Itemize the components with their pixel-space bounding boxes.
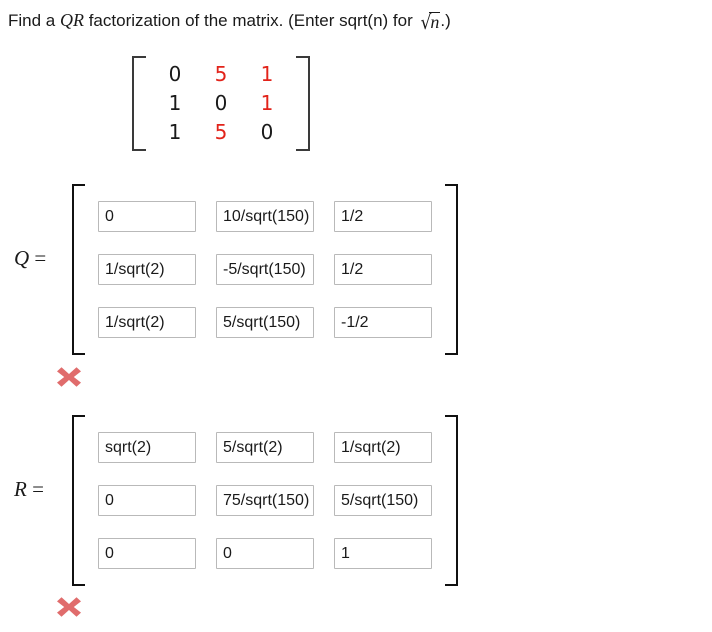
q-label: Q = — [14, 246, 46, 270]
r-inputs-grid — [85, 415, 445, 586]
r-input-r3c3[interactable] — [334, 538, 432, 569]
source-cell-r2c2: 0 — [214, 91, 228, 115]
r-input-r3c1[interactable] — [98, 538, 196, 569]
q-input-r3c3[interactable] — [334, 307, 432, 338]
question-prompt: Find a QR factorization of the matrix. (… — [8, 8, 451, 35]
q-label-equals: = — [29, 246, 47, 270]
q-input-r1c3[interactable] — [334, 201, 432, 232]
sqrt-n-expression: √n — [421, 10, 441, 35]
source-matrix: 0 5 1 1 0 1 1 5 0 — [132, 56, 310, 151]
q-label-variable: Q — [14, 246, 30, 270]
r-right-bracket — [445, 415, 458, 586]
source-cell-r3c3: 0 — [260, 120, 274, 144]
r-left-bracket — [72, 415, 85, 586]
source-cell-r1c3: 1 — [260, 62, 274, 86]
q-matrix — [72, 184, 458, 355]
source-cell-r3c1: 1 — [168, 120, 182, 144]
matrix-left-bracket — [132, 56, 146, 151]
prompt-lead-text: Find a — [8, 11, 60, 30]
r-input-r1c3[interactable] — [334, 432, 432, 463]
radical-sign-icon: √ — [420, 11, 432, 35]
r-label-equals: = — [26, 477, 44, 501]
source-cell-r1c2: 5 — [214, 62, 228, 86]
q-input-r3c1[interactable] — [98, 307, 196, 338]
source-cell-r3c2: 5 — [214, 120, 228, 144]
q-right-bracket — [445, 184, 458, 355]
q-left-bracket — [72, 184, 85, 355]
source-matrix-grid: 0 5 1 1 0 1 1 5 0 — [146, 56, 296, 151]
r-input-r3c2[interactable] — [216, 538, 314, 569]
matrix-right-bracket — [296, 56, 310, 151]
r-input-r2c3[interactable] — [334, 485, 432, 516]
r-label: R = — [14, 477, 44, 501]
source-cell-r2c3: 1 — [260, 91, 274, 115]
q-input-r3c2[interactable] — [216, 307, 314, 338]
r-input-r1c1[interactable] — [98, 432, 196, 463]
q-input-r1c1[interactable] — [98, 201, 196, 232]
r-incorrect-icon — [54, 592, 84, 622]
q-inputs-grid — [85, 184, 445, 355]
r-matrix — [72, 415, 458, 586]
r-input-r2c1[interactable] — [98, 485, 196, 516]
r-input-r1c2[interactable] — [216, 432, 314, 463]
r-label-variable: R — [14, 477, 27, 501]
prompt-mid-text: factorization of the matrix. (Enter sqrt… — [83, 11, 418, 30]
prompt-tail-text: .) — [440, 11, 451, 30]
source-cell-r1c1: 0 — [168, 62, 182, 86]
r-input-r2c2[interactable] — [216, 485, 314, 516]
radicand-n: n — [429, 12, 441, 32]
q-input-r1c2[interactable] — [216, 201, 314, 232]
source-cell-r2c1: 1 — [168, 91, 182, 115]
q-incorrect-icon — [54, 362, 84, 392]
prompt-qr-symbol: QR — [59, 10, 84, 30]
q-input-r2c2[interactable] — [216, 254, 314, 285]
q-input-r2c1[interactable] — [98, 254, 196, 285]
q-input-r2c3[interactable] — [334, 254, 432, 285]
